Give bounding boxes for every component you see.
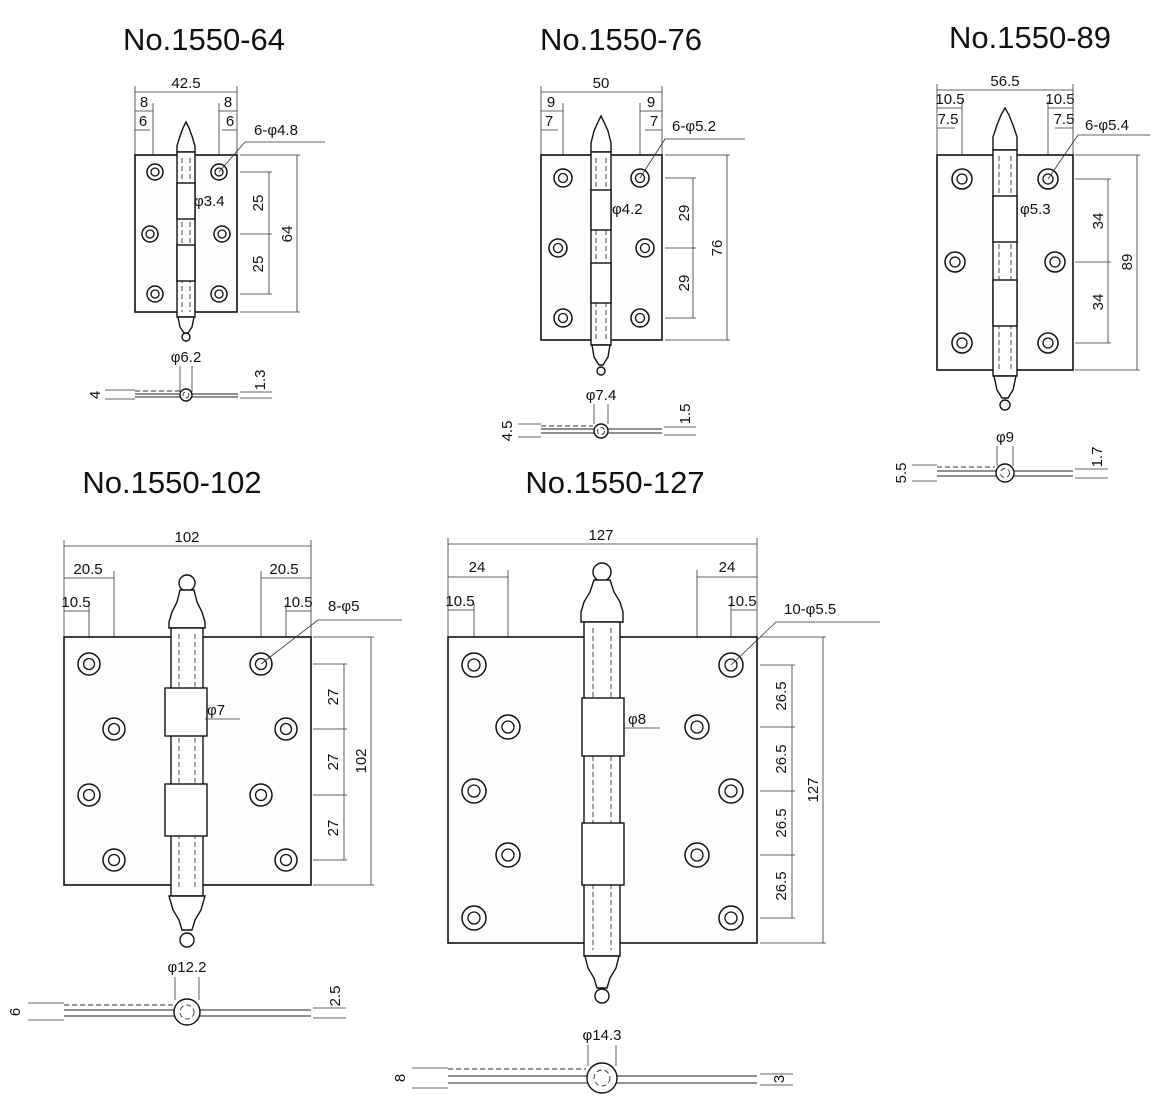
leaf-thickness: 1.7 [1089,447,1106,468]
leaf-thickness: 2.5 [327,986,344,1007]
height-label: 76 [709,240,726,257]
hole-callout: 10-φ5.5 [784,601,836,618]
knuckle-diameter: φ7.4 [586,387,617,404]
open-thickness: 5.5 [893,463,910,484]
hinge-1550-76: No.1550-76 50 9 9 7 7 [499,22,745,441]
edge-inner-right: 10.5 [727,593,756,610]
mounting-holes [77,652,298,872]
knuckle-diameter: φ14.3 [583,1027,622,1044]
model-title: No.1550-64 [123,22,285,57]
hinge-1550-64: No.1550-64 42.5 8 8 6 6 [87,22,325,402]
pitch-4: 26.5 [773,871,790,900]
open-thickness: 4.5 [499,421,516,442]
hole-callout: 6-φ5.2 [672,118,716,135]
pitch-1: 29 [676,205,693,222]
leaf-thickness: 1.5 [677,404,694,425]
pin-diameter: φ4.2 [612,201,643,218]
pin-diameter: φ3.4 [194,193,225,210]
edge-outer-right: 20.5 [269,561,298,578]
height-label: 127 [805,777,822,802]
edge-outer-left: 20.5 [73,561,102,578]
height-label: 89 [1119,254,1136,271]
open-thickness: 8 [392,1074,409,1082]
model-title: No.1550-76 [540,22,702,57]
edge-inner-right: 10.5 [283,594,312,611]
pin-diameter: φ7 [207,702,225,719]
mounting-holes [944,168,1066,354]
pitch-1: 34 [1090,213,1107,230]
edge-inner-right: 7 [650,113,658,130]
pitch-1: 26.5 [773,681,790,710]
pitch-2: 29 [676,275,693,292]
height-label: 64 [279,226,296,243]
hole-callout: 6-φ5.4 [1085,117,1129,134]
pitch-2: 27 [325,754,342,771]
hole-callout: 8-φ5 [328,598,359,615]
open-thickness: 4 [87,391,104,399]
edge-inner-right: 7.5 [1054,111,1075,128]
pitch-1: 27 [325,689,342,706]
edge-outer-left: 8 [140,94,148,111]
knuckle-diameter: φ9 [996,429,1014,446]
model-title: No.1550-89 [949,20,1111,55]
width-label: 127 [588,527,613,544]
open-thickness: 6 [7,1008,24,1016]
hinge-1550-102: No.1550-102 102 20.5 20.5 10.5 10.5 [7,465,402,1026]
edge-inner-left: 10.5 [61,594,90,611]
edge-outer-right: 10.5 [1045,91,1074,108]
width-label: 50 [593,75,610,92]
width-label: 56.5 [990,73,1019,90]
leaf-thickness: 1.3 [252,370,269,391]
model-title: No.1550-127 [525,465,704,500]
edge-inner-left: 10.5 [445,593,474,610]
edge-inner-right: 6 [226,113,234,130]
edge-inner-left: 7.5 [938,111,959,128]
pin-diameter: φ5.3 [1020,201,1051,218]
hinge-1550-89: No.1550-89 56.5 10.5 10.5 7.5 7.5 [893,20,1150,483]
mounting-holes [548,168,655,328]
mounting-holes [141,163,231,303]
edge-outer-right: 24 [719,559,736,576]
width-label: 102 [174,529,199,546]
hinge-1550-127: No.1550-127 127 24 24 10.5 10.5 [392,465,880,1094]
edge-outer-left: 9 [547,94,555,111]
edge-outer-right: 8 [224,94,232,111]
pitch-2: 25 [250,256,267,273]
hole-callout: 6-φ4.8 [254,122,298,139]
edge-outer-left: 10.5 [935,91,964,108]
pitch-2: 26.5 [773,744,790,773]
pin-diameter: φ8 [628,711,646,728]
height-label: 102 [353,748,370,773]
pitch-3: 26.5 [773,808,790,837]
width-label: 42.5 [171,75,200,92]
edge-outer-right: 9 [647,94,655,111]
edge-inner-left: 6 [139,113,147,130]
knuckle-diameter: φ6.2 [171,349,202,366]
pitch-2: 34 [1090,294,1107,311]
edge-inner-left: 7 [545,113,553,130]
pitch-1: 25 [250,195,267,212]
knuckle-diameter: φ12.2 [168,959,207,976]
mounting-holes [461,652,744,931]
model-title: No.1550-102 [82,465,261,500]
edge-outer-left: 24 [469,559,486,576]
pitch-3: 27 [325,820,342,837]
leaf-thickness: 3 [771,1075,788,1083]
